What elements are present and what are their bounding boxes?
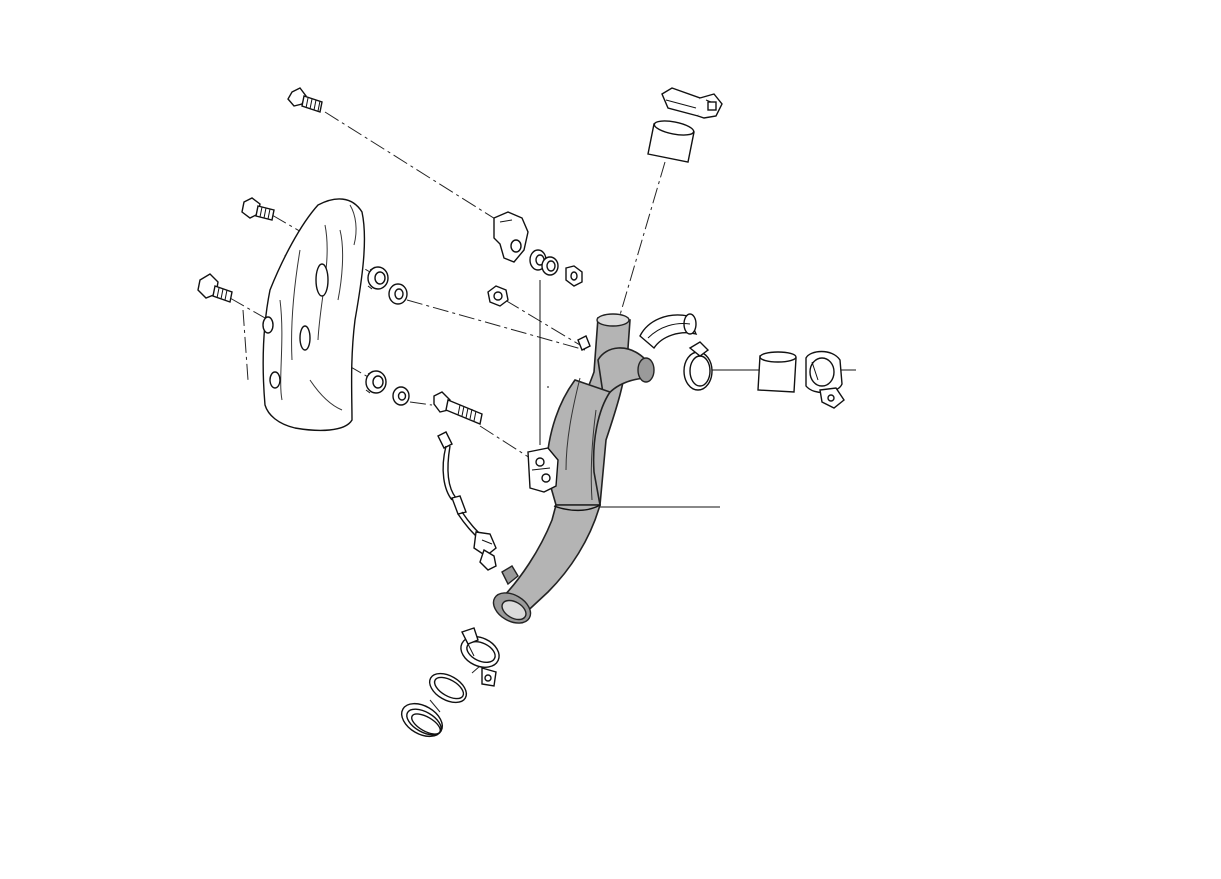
bracket-nut [565, 265, 583, 287]
oxygen-sensor [437, 431, 497, 571]
mounting-bracket [493, 211, 529, 263]
bolt-lower-left [197, 273, 233, 303]
ring-right [683, 341, 713, 391]
bracket-washer [541, 256, 559, 276]
gasket-sleeve-right [757, 351, 797, 393]
elbow-fitting [639, 313, 698, 350]
gasket-sleeve-top [647, 120, 695, 163]
grommet-upper [367, 266, 389, 290]
grommet-lower [365, 370, 387, 394]
heat-shield [262, 198, 366, 432]
bolt-long [433, 391, 483, 425]
washer-lower [392, 386, 410, 406]
y-pipe [492, 313, 655, 624]
bolt-top [287, 87, 323, 113]
bolt-upper-left [241, 197, 275, 221]
leader-lines [539, 280, 856, 508]
pipe-bracket-clamp [527, 447, 559, 493]
grommet-small [487, 285, 509, 307]
clamp-right [805, 350, 845, 409]
washer-upper [388, 283, 408, 305]
ring-bottom-1 [428, 672, 468, 704]
ring-bottom-2 [401, 702, 443, 738]
clamp-bottom [460, 627, 500, 687]
clamp-top [661, 87, 723, 119]
